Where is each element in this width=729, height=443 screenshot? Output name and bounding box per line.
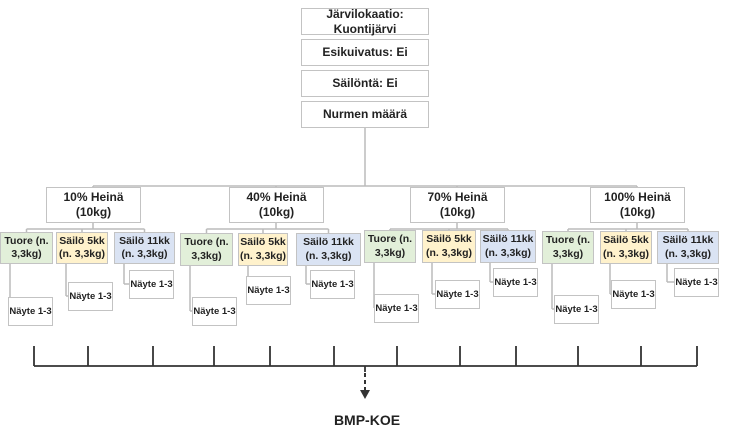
top-box-1: Järvilokaatio: Kuontijärvi <box>301 7 429 36</box>
arrow-down-icon <box>360 390 370 399</box>
sample-box: Näyte 1-3 <box>68 282 113 311</box>
sample-box: Näyte 1-3 <box>310 270 355 299</box>
group-box-100-percent: 100% Heinä (10kg) <box>590 187 685 223</box>
top-box-2: Esikuivatus: Ei <box>301 39 429 66</box>
sailo-5kk-box: Säilö 5kk (n. 3,3kg) <box>238 233 288 266</box>
sample-box: Näyte 1-3 <box>129 270 174 299</box>
sample-box: Näyte 1-3 <box>554 295 599 324</box>
sample-box: Näyte 1-3 <box>435 280 480 309</box>
sample-box: Näyte 1-3 <box>374 294 419 323</box>
group-box-70-percent: 70% Heinä (10kg) <box>410 187 505 223</box>
bmp-koe-label: BMP-KOE <box>333 412 401 428</box>
tuore-box: Tuore (n. 3,3kg) <box>180 233 233 266</box>
sample-box: Näyte 1-3 <box>611 280 656 309</box>
group-box-40-percent: 40% Heinä (10kg) <box>229 187 324 223</box>
sailo-11kk-box: Säilö 11kk (n. 3,3kg) <box>657 231 719 264</box>
top-box-4: Nurmen määrä <box>301 101 429 128</box>
group-box-10-percent: 10% Heinä (10kg) <box>46 187 141 223</box>
sailo-11kk-box: Säilö 11kk (n. 3,3kg) <box>114 232 175 264</box>
sailo-5kk-box: Säilö 5kk (n. 3,3kg) <box>600 231 652 264</box>
sailo-11kk-box: Säilö 11kk (n. 3,3kg) <box>296 233 361 266</box>
top-box-3: Säilöntä: Ei <box>301 70 429 97</box>
sailo-11kk-box: Säilö 11kk (n. 3,3kg) <box>480 230 536 263</box>
tuore-box: Tuore (n. 3,3kg) <box>0 232 53 264</box>
sailo-5kk-box: Säilö 5kk (n. 3,3kg) <box>422 230 476 263</box>
tuore-box: Tuore (n. 3,3kg) <box>542 231 594 264</box>
sample-box: Näyte 1-3 <box>8 297 53 326</box>
sailo-5kk-box: Säilö 5kk (n. 3,3kg) <box>56 232 108 264</box>
sample-box: Näyte 1-3 <box>493 268 538 297</box>
sample-box: Näyte 1-3 <box>246 276 291 305</box>
sample-box: Näyte 1-3 <box>192 297 237 326</box>
sample-box: Näyte 1-3 <box>674 268 719 297</box>
tuore-box: Tuore (n. 3,3kg) <box>364 230 416 263</box>
